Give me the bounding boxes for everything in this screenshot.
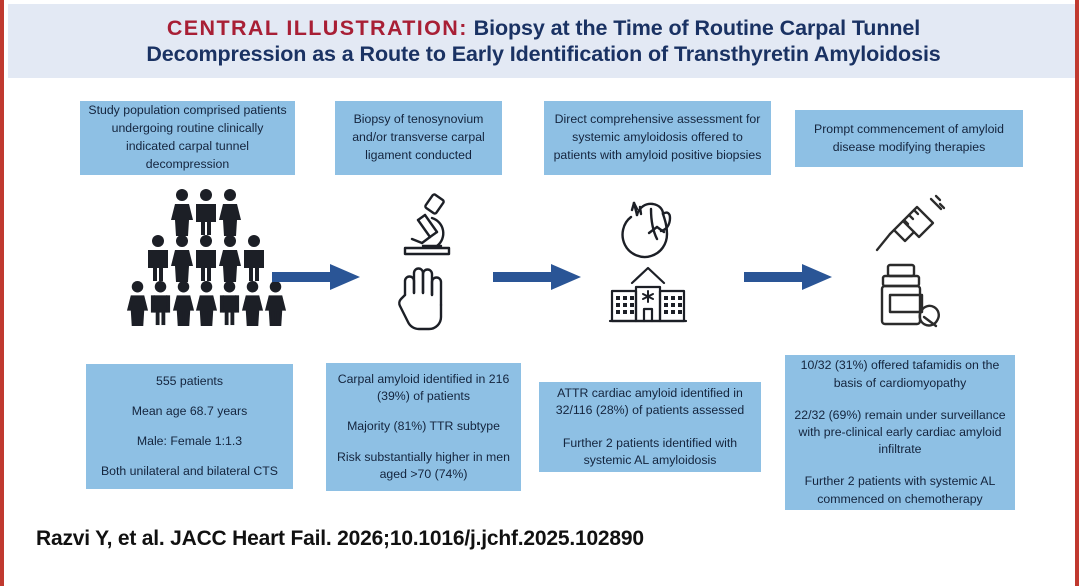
person-male-icon [150, 280, 170, 326]
stat-line: 22/32 (69%) remain under surveillance wi… [794, 407, 1006, 457]
step-box-population: Study population comprised patients unde… [80, 101, 295, 175]
arrow-right-icon [744, 264, 832, 290]
stat-line: Male: Female 1:1.3 [136, 434, 243, 448]
citation-text: Razvi Y, et al. JACC Heart Fail. 2026;10… [36, 527, 644, 550]
biopsy-icon-group [374, 193, 470, 335]
header-title-line-2: Decompression as a Route to Early Identi… [146, 42, 941, 66]
stat-line: Risk substantially higher in men aged >7… [337, 449, 510, 481]
hand-icon [398, 267, 443, 331]
microscope-icon [403, 193, 451, 256]
stat-line: Mean age 68.7 years [131, 403, 248, 418]
assessment-icon-group [592, 193, 704, 335]
stat-line: ATTR cardiac amyloid identified in 32/11… [555, 385, 745, 417]
stat-line: Further 2 patients with systemic AL comm… [804, 474, 996, 506]
header-kicker: CENTRAL ILLUSTRATION: [166, 15, 468, 40]
person-female-icon [264, 280, 286, 326]
people-group-icon [116, 188, 296, 336]
pill-bottle-icon [880, 263, 940, 328]
person-female-icon [219, 235, 241, 282]
step-box-therapy: Prompt commencement of amyloid disease m… [795, 110, 1023, 167]
hospital-icon [608, 266, 688, 323]
heart-icon [621, 201, 672, 259]
person-male-icon [196, 235, 216, 281]
stats-box-assessment: ATTR cardiac amyloid identified in 32/11… [539, 382, 761, 472]
step-box-assessment: Direct comprehensive assessment for syst… [544, 101, 771, 175]
header-title-line-1: Biopsy at the Time of Routine Carpal Tun… [473, 15, 921, 40]
person-female-icon [171, 235, 193, 282]
arrow-right-icon [493, 264, 581, 290]
person-male-icon [219, 280, 239, 326]
people-row-bottom [116, 280, 296, 326]
person-female-icon [171, 189, 193, 236]
person-male-icon [244, 235, 264, 281]
stats-box-therapy: 10/32 (31%) offered tafamidis on the bas… [785, 355, 1015, 510]
stat-line: Both unilateral and bilateral CTS [100, 464, 279, 479]
stats-box-biopsy: Carpal amyloid identified in 216 (39%) o… [326, 363, 521, 491]
step-box-biopsy-text: Biopsy of tenosynovium and/or transverse… [352, 112, 485, 162]
person-female-icon [126, 280, 148, 326]
person-female-icon [172, 280, 194, 326]
person-female-icon [241, 280, 263, 326]
person-female-icon [195, 280, 217, 326]
stat-line: Carpal amyloid identified in 216 (39%) o… [337, 372, 510, 404]
figure-header-band: CENTRAL ILLUSTRATION: Biopsy at the Time… [8, 4, 1075, 78]
arrow-right-icon [272, 264, 360, 290]
stat-line: Further 2 patients identified with syste… [562, 436, 738, 468]
step-box-biopsy: Biopsy of tenosynovium and/or transverse… [335, 101, 502, 175]
stat-line: Majority (81%) TTR subtype [347, 419, 500, 434]
syringe-icon [875, 194, 946, 252]
step-box-therapy-text: Prompt commencement of amyloid disease m… [814, 121, 1004, 154]
step-box-population-text: Study population comprised patients unde… [88, 103, 287, 171]
person-female-icon [219, 189, 241, 236]
page-title: CENTRAL ILLUSTRATION: Biopsy at the Time… [146, 15, 940, 67]
therapy-icon-group [860, 193, 960, 335]
stat-line: 10/32 (31%) offered tafamidis on the bas… [800, 358, 1000, 390]
stats-box-population: 555 patients Mean age 68.7 years Male: F… [86, 364, 293, 489]
step-box-assessment-text: Direct comprehensive assessment for syst… [553, 112, 762, 162]
people-row-top [116, 188, 296, 236]
stat-line: 555 patients [155, 373, 223, 388]
people-row-middle [116, 234, 296, 282]
person-male-icon [148, 235, 168, 281]
person-male-icon [196, 189, 216, 235]
